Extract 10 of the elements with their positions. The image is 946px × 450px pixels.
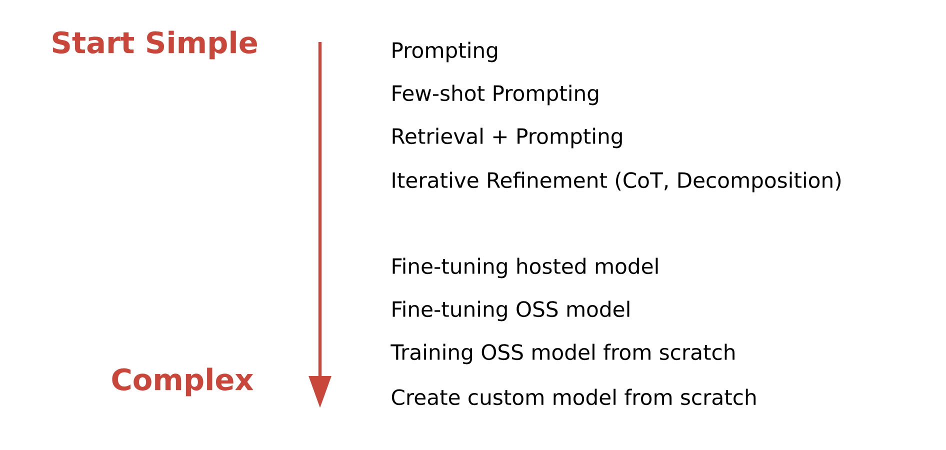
list-item: Iterative Refinement (CoT, Decomposition) [392,172,841,192]
heading: Complex [112,368,254,396]
list-item: Retrieval + Prompting [392,128,622,148]
list-item: Create custom model from scratch [392,388,756,406]
list-item: Prompting [392,42,498,62]
list-item: Training OSS model from scratch [390,344,734,364]
list-item: Fine-tuning OSS model [392,300,630,322]
list-item: Few-shot Prompting [392,84,598,106]
list-item: Fine-tuning hosted model [392,258,658,278]
heading: Start Simple [52,30,257,60]
